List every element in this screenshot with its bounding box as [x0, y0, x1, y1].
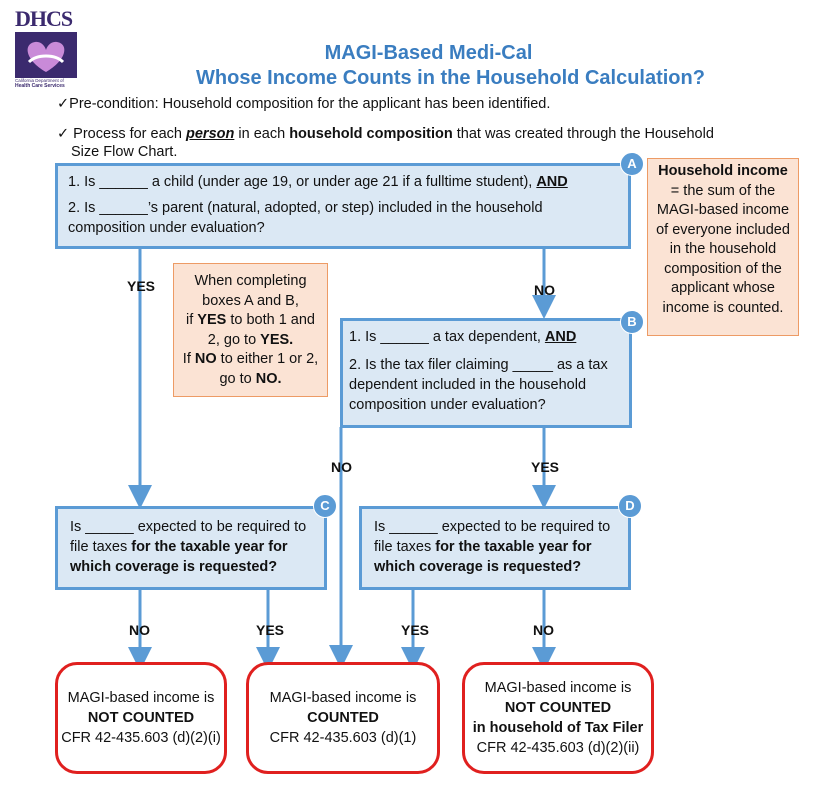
outcome-not-counted-tax-filer: MAGI-based income is NOT COUNTED in hous… [462, 662, 654, 774]
process-hc: household composition [289, 126, 453, 142]
outcome-detail: in household of Tax Filer [472, 720, 644, 736]
process-text: ✓ Process for each person in each househ… [57, 125, 777, 161]
logo-org-line1: California Department of [15, 78, 64, 83]
box-c-text: Is ______ expected to be required to fil… [70, 519, 307, 555]
instructions-line: boxes A and B, [202, 292, 299, 309]
badge-b: B [620, 310, 644, 334]
decision-box-a: 1. Is ______ a child (under age 19, or u… [55, 163, 631, 249]
decision-box-c: Is ______ expected to be required to fil… [55, 506, 327, 590]
instructions-part: to both 1 and [226, 312, 315, 328]
instructions-part: to either 1 or 2, [216, 351, 319, 367]
instructions-line: When completing [194, 273, 307, 289]
process-person: person [186, 126, 235, 142]
instructions-line: If NO to either 1 or 2, [178, 350, 323, 370]
instructions-no: NO [194, 351, 217, 367]
label-b-yes: YES [531, 459, 560, 475]
box-b-question-1: 1. Is ______ a tax dependent, AND [349, 327, 623, 347]
page-title: MAGI-Based Medi-Cal [324, 42, 533, 64]
outcome-cfr: CFR 42-435.603 (d)(2)(i) [61, 730, 221, 746]
process-check: ✓ [57, 126, 70, 142]
outcome-cfr: CFR 42-435.603 (d)(1) [269, 730, 417, 746]
outcome-not-counted: MAGI-based income is NOT COUNTED CFR 42-… [55, 662, 227, 774]
outcome-counted: MAGI-based income is COUNTED CFR 42-435.… [246, 662, 440, 774]
box-a-and: AND [536, 174, 568, 190]
decision-box-d: Is ______ expected to be required to fil… [359, 506, 631, 590]
box-c-bold: for the taxable year for which coverage … [70, 539, 288, 575]
process-line2: Size Flow Chart. [71, 144, 178, 160]
instructions-part: If [182, 351, 195, 367]
outcome-line: MAGI-based income is [67, 690, 215, 706]
label-a-yes: YES [127, 278, 156, 294]
process-part: in each [234, 126, 290, 142]
badge-c: C [313, 494, 337, 518]
outcome-cfr: CFR 42-435.603 (d)(2)(ii) [476, 740, 640, 756]
box-b-q1-text: 1. Is ______ a tax dependent, [349, 329, 545, 345]
box-a-question-1: 1. Is ______ a child (under age 19, or u… [68, 172, 618, 192]
logo-org-line2: Health Care Services [15, 83, 65, 89]
label-c-yes: YES [256, 622, 285, 638]
box-d-bold: for the taxable year for which coverage … [374, 539, 592, 575]
page-subtitle: Whose Income Counts in the Household Cal… [196, 67, 705, 89]
instructions-yes: YES. [260, 331, 294, 348]
outcome-line: MAGI-based income is [484, 680, 632, 696]
household-income-body: = the sum of the MAGI-based income of ev… [656, 182, 790, 316]
box-b-question-2: 2. Is the tax filer claiming _____ as a … [349, 357, 608, 413]
badge-d: D [618, 494, 642, 518]
precondition-text: ✓Pre-condition: Household composition fo… [57, 96, 551, 112]
dhcs-logo: DHCS California Department of Health Car… [15, 6, 85, 90]
instructions-line: go to NO. [178, 370, 323, 390]
box-b-and: AND [544, 329, 577, 345]
box-a-question-2: 2. Is ______’s parent (natural, adopted,… [68, 200, 543, 236]
instructions-line: if YES to both 1 and [178, 311, 323, 331]
instructions-line: 2, go to YES. [178, 331, 323, 351]
instructions-part: go to [219, 370, 256, 387]
outcome-status: NOT COUNTED [87, 710, 195, 726]
logo-text: DHCS [15, 6, 73, 31]
label-c-no: NO [129, 622, 150, 638]
instructions-note: When completing boxes A and B, if YES to… [173, 263, 328, 397]
process-part: Process for each [69, 126, 187, 142]
instructions-yes: YES [197, 312, 227, 328]
outcome-status: NOT COUNTED [504, 700, 612, 716]
instructions-no: NO. [255, 370, 282, 387]
process-part: that was created through the Household [452, 126, 714, 142]
instructions-part: 2, go to [207, 331, 261, 348]
label-a-no: NO [534, 282, 555, 298]
box-d-text: Is ______ expected to be required to fil… [374, 519, 611, 555]
label-d-no: NO [533, 622, 554, 638]
instructions-part: if [186, 312, 198, 328]
logo-heart-icon [15, 32, 77, 78]
box-a-q1-text: 1. Is ______ a child (under age 19, or u… [68, 174, 537, 190]
household-income-note: Household income = the sum of the MAGI-b… [647, 158, 799, 336]
household-income-heading: Household income [658, 163, 788, 179]
outcome-line: MAGI-based income is [269, 690, 417, 706]
label-b-no: NO [331, 459, 352, 475]
label-d-yes: YES [401, 622, 430, 638]
outcome-status: COUNTED [307, 710, 379, 726]
decision-box-b: 1. Is ______ a tax dependent, AND 2. Is … [340, 318, 632, 428]
badge-a: A [620, 152, 644, 176]
